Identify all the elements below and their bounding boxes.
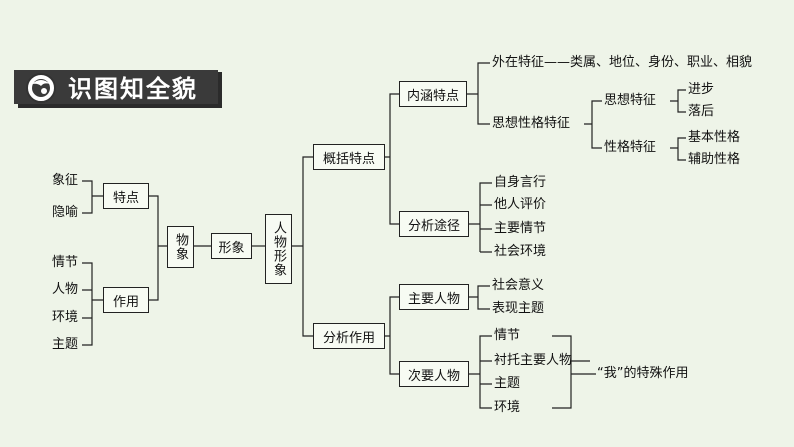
box-neihantedian: 内涵特点 <box>399 81 467 107</box>
section-banner <box>14 70 222 108</box>
text-chentuozhuyaorenwu: 衬托主要人物 <box>494 353 573 368</box>
box-xingxiang: 形象 <box>211 233 252 259</box>
text-fuzhuxingge: 辅助性格 <box>688 152 741 167</box>
item-xiangzheng: 象征 <box>52 173 79 188</box>
box-zuoyong: 作用 <box>103 287 149 313</box>
box-zhuyaorenwu: 主要人物 <box>399 284 469 310</box>
box-wuxiang: 物象 <box>167 226 194 268</box>
text-sixiangxingge: 思想性格特征 <box>492 116 571 131</box>
text-zhuyaoqingjie: 主要情节 <box>494 221 547 236</box>
text-tarenpingjia: 他人评价 <box>494 197 547 212</box>
box-tedian: 特点 <box>103 183 149 209</box>
text-qingjie: 情节 <box>494 328 521 343</box>
box-fenxitujing: 分析途径 <box>399 211 469 237</box>
item-renwu: 人物 <box>52 282 79 297</box>
text-zishenyanxing: 自身言行 <box>494 175 547 190</box>
box-ciyaorenwu: 次要人物 <box>399 361 469 387</box>
text-shehuiyiyi: 社会意义 <box>492 278 545 293</box>
item-huanjing: 环境 <box>52 310 79 325</box>
text-xinggetezheng: 性格特征 <box>604 140 657 155</box>
text-jibenxingge: 基本性格 <box>688 130 741 145</box>
item-qingjie: 情节 <box>52 255 79 270</box>
banner-title: 识图知全貌 <box>68 75 198 103</box>
text-zhuti: 主题 <box>494 376 521 391</box>
text-wo-teshuzuoyong: “我”的特殊作用 <box>597 366 689 381</box>
text-biaoxianzhuti: 表现主题 <box>492 301 545 316</box>
text-waizaitezheng: 外在特征——类属、地位、身份、职业、相貌 <box>492 55 753 70</box>
item-zhuti: 主题 <box>52 337 79 352</box>
text-shehuihuanjing: 社会环境 <box>494 244 547 259</box>
text-huanjing: 环境 <box>494 400 521 415</box>
text-luohou: 落后 <box>688 104 715 119</box>
box-fenxizuoyong: 分析作用 <box>313 323 385 349</box>
text-sixiangtezheng: 思想特征 <box>604 93 657 108</box>
box-gaikuotedian: 概括特点 <box>313 144 385 170</box>
text-jinbu: 进步 <box>688 82 715 97</box>
box-renwuxingxiang: 人物形象 <box>265 214 292 284</box>
item-yinyu: 隐喻 <box>52 205 79 220</box>
